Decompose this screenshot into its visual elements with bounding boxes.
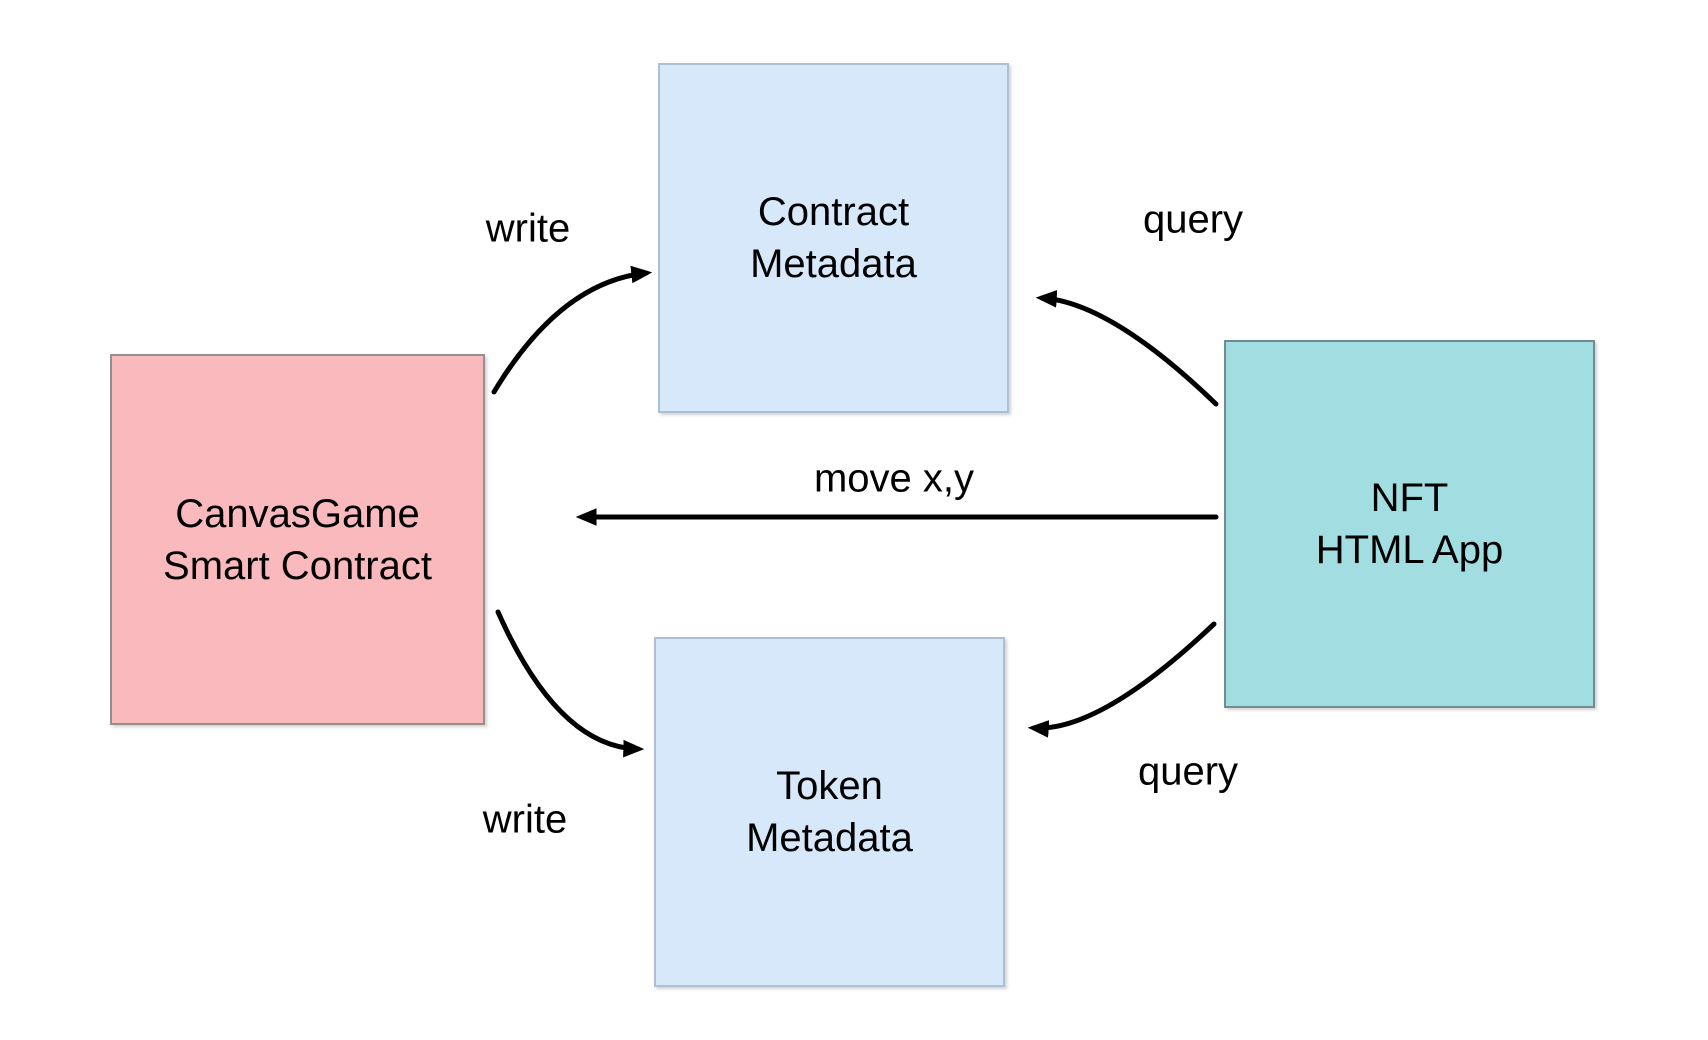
edge-label-write-top: write — [485, 206, 571, 251]
arrow-query-to-contract-metadata — [1035, 290, 1219, 407]
edge-label-query-bottom: query — [1137, 749, 1239, 794]
arrow-query-to-token-metadata — [1027, 621, 1217, 738]
arrow-write-to-contract-metadata — [491, 265, 653, 395]
edge-label-write-bottom: write — [482, 797, 568, 842]
node-nft-html-app: NFT HTML App — [1224, 340, 1595, 708]
edge-label-query-top: query — [1142, 197, 1244, 242]
edge-label-move-xy: move x,y — [813, 456, 975, 501]
arrow-write-to-token-metadata — [495, 609, 645, 758]
node-token-metadata: Token Metadata — [654, 637, 1005, 987]
node-canvasgame-smart-contract: CanvasGame Smart Contract — [110, 354, 485, 725]
node-contract-metadata: Contract Metadata — [658, 63, 1009, 413]
